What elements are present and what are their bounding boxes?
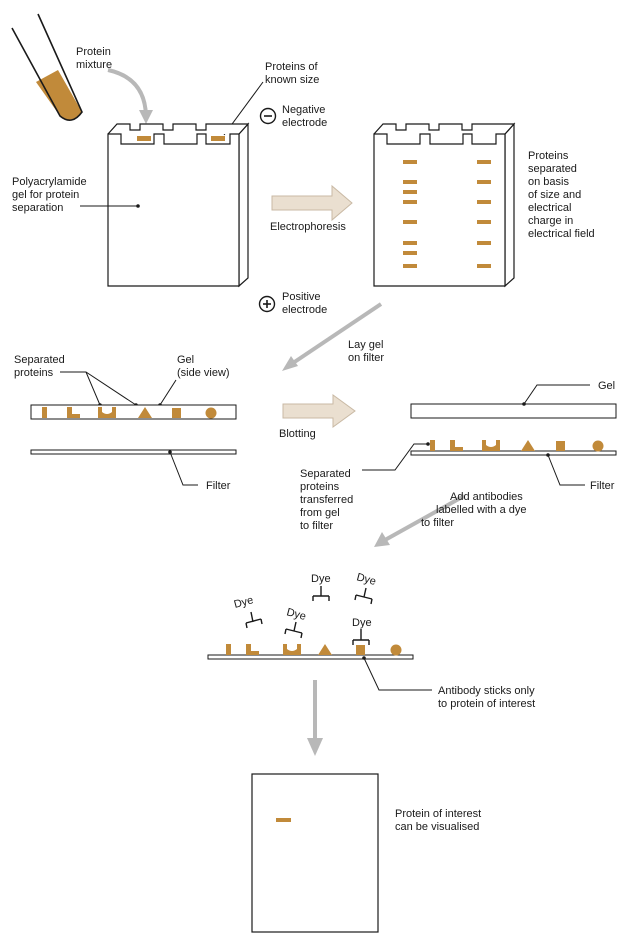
sample-band-well-3	[211, 136, 225, 141]
electrophoresis-arrow	[271, 184, 353, 222]
add-antibodies-arrow	[384, 494, 465, 542]
proteins-known-size-label: Proteins of known size	[265, 61, 321, 86]
final-filter	[251, 773, 379, 933]
filter-right	[410, 450, 617, 456]
gel-pointer-dot	[136, 204, 140, 208]
band-lane1-6	[403, 241, 417, 245]
protein-of-interest-band	[276, 818, 291, 822]
band-lane1-7	[403, 251, 417, 255]
negative-electrode-label: Negative electrode	[282, 104, 328, 129]
add-antibodies-arrowhead	[374, 532, 390, 547]
blotting-label: Blotting	[279, 428, 316, 440]
band-lane2-2	[477, 180, 491, 184]
lay-gel-arrowhead	[282, 356, 298, 371]
add-antibodies-label: Add antibodies labelled with a dye to fi…	[421, 491, 530, 529]
separated-proteins-label: Separated proteins	[14, 354, 68, 379]
negative-electrode-symbol	[259, 107, 277, 125]
svg-text:Dye: Dye	[285, 606, 307, 623]
antibody-2: Dye	[284, 606, 307, 639]
protein-mixture-label: Protein mixture	[76, 46, 114, 71]
visualise-arrowhead	[307, 738, 323, 756]
filter-bottom	[207, 654, 414, 660]
svg-text:Dye: Dye	[311, 573, 331, 585]
band-lane1-3	[403, 190, 417, 194]
band-lane2-3	[477, 200, 491, 204]
filter-left-label: Filter	[206, 480, 231, 492]
positive-electrode-symbol	[258, 295, 276, 313]
band-lane2-5	[477, 241, 491, 245]
band-lane2-4	[477, 220, 491, 224]
band-lane2-6	[477, 264, 491, 268]
mixture-to-well-arrowhead	[139, 110, 153, 124]
gel-before-electrophoresis	[107, 122, 250, 288]
gel-side-view	[30, 404, 237, 420]
positive-electrode-label: Positive electrode	[282, 291, 327, 316]
protein-visualised-label: Protein of interest can be visualised	[395, 808, 484, 833]
proteins-on-filter	[430, 440, 604, 452]
antibody-1: Dye	[233, 594, 263, 629]
test-tube	[11, 13, 83, 121]
antibody-3: Dye	[311, 573, 331, 601]
electrophoresis-label: Electrophoresis	[270, 221, 346, 233]
mixture-to-well-arrow	[107, 68, 148, 117]
polyacrylamide-gel-label: Polyacrylamide gel for protein separatio…	[12, 176, 90, 214]
svg-text:Dye: Dye	[233, 594, 255, 611]
band-lane1-8	[403, 264, 417, 268]
blotting-arrow	[282, 394, 356, 428]
proteins-in-gel	[42, 407, 217, 419]
sample-band-well-1	[137, 136, 151, 141]
lay-gel-label: Lay gel on filter	[348, 339, 387, 364]
separated-proteins-pointers	[60, 371, 137, 406]
antibody-bound: Dye	[352, 617, 372, 645]
separated-transferred-label: Separated proteins transferred from gel …	[300, 468, 356, 532]
band-lane2-1	[477, 160, 491, 164]
gel-side-view-label: Gel (side view)	[177, 354, 230, 379]
band-lane1-2	[403, 180, 417, 184]
gel-label: Gel	[598, 380, 615, 392]
gel-side-view-right	[410, 403, 617, 419]
test-tube-liquid	[36, 70, 82, 121]
antibody-4: Dye	[354, 571, 377, 605]
svg-text:Dye: Dye	[355, 571, 377, 588]
band-lane1-1	[403, 160, 417, 164]
filter-left	[30, 449, 237, 455]
antibody-sticks-label: Antibody sticks only to protein of inter…	[438, 685, 538, 710]
proteins-separated-label: Proteins separated on basis of size and …	[528, 150, 595, 240]
test-tube-outline	[11, 13, 83, 121]
lay-gel-arrow	[288, 302, 383, 367]
proteins-bottom	[226, 644, 402, 656]
svg-text:Dye: Dye	[352, 617, 372, 629]
band-lane1-5	[403, 220, 417, 224]
band-lane1-4	[403, 200, 417, 204]
filter-right-label: Filter	[590, 480, 615, 492]
gel-after-electrophoresis	[373, 122, 516, 288]
